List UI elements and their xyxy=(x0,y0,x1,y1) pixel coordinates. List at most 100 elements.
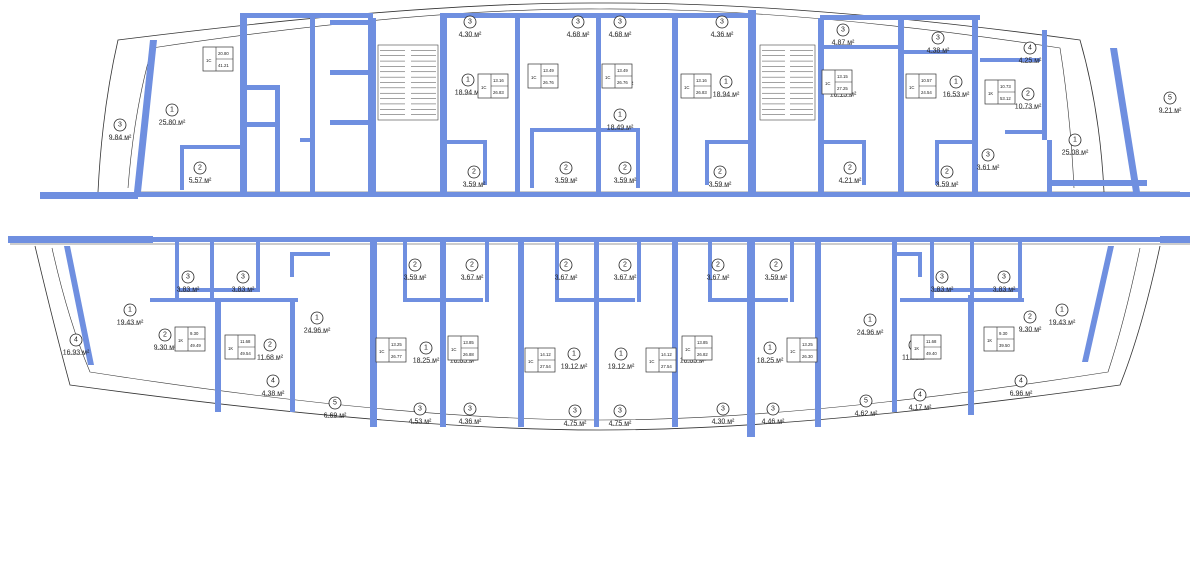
room-label: 119.12 м² xyxy=(561,347,588,371)
room-number: 5 xyxy=(1168,95,1172,102)
room-number: 1 xyxy=(466,77,470,84)
room-area: 4.53 м² xyxy=(409,419,432,426)
room-number-circle xyxy=(613,404,627,418)
room-number-circle xyxy=(981,148,995,162)
room-area: 25.08 м² xyxy=(1062,150,1089,157)
room-number: 3 xyxy=(186,274,190,281)
unit-living-area: 9.30 xyxy=(190,331,199,336)
room-area: 4.68 м² xyxy=(567,32,590,39)
room-label: 34.53 м² xyxy=(409,402,432,426)
room-label: 23.67 м² xyxy=(555,258,578,282)
room-number-circle xyxy=(181,270,195,284)
room-number-circle xyxy=(263,338,277,352)
room-area: 3.59 м² xyxy=(614,178,637,185)
room-area: 3.83 м² xyxy=(993,287,1016,294)
unit-total-area: 26.83 xyxy=(696,90,707,95)
room-label: 44.38 м² xyxy=(262,374,285,398)
room-number: 2 xyxy=(470,262,474,269)
unit-living-area: 14.12 xyxy=(661,352,672,357)
room-area: 4.75 м² xyxy=(609,421,632,428)
room-number: 5 xyxy=(864,398,868,405)
room-label: 34.68 м² xyxy=(609,15,632,39)
room-number: 3 xyxy=(241,274,245,281)
room-label: 124.96 м² xyxy=(857,313,884,337)
room-number: 2 xyxy=(623,165,627,172)
room-number: 2 xyxy=(716,262,720,269)
room-area: 4.87 м² xyxy=(832,40,855,47)
stairs-left xyxy=(377,44,439,121)
room-number: 2 xyxy=(268,342,272,349)
room-label: 125.80 м² xyxy=(159,103,186,127)
room-number-circle xyxy=(713,165,727,179)
room-area: 4.62 м² xyxy=(855,411,878,418)
room-number: 2 xyxy=(198,165,202,172)
room-area: 16.93 м² xyxy=(63,350,90,357)
unit-total-area: 26.83 xyxy=(493,90,504,95)
room-number: 3 xyxy=(576,19,580,26)
unit-total-area: 26.77 xyxy=(391,354,402,359)
room-area: 11.68 м² xyxy=(257,355,284,362)
room-area: 3.83 м² xyxy=(177,287,200,294)
room-area: 3.59 м² xyxy=(463,182,486,189)
room-number-circle xyxy=(1023,41,1037,55)
room-label: 34.36 м² xyxy=(711,15,734,39)
room-area: 3.59 м² xyxy=(555,178,578,185)
room-area: 3.67 м² xyxy=(461,275,484,282)
unit-living-area: 11.68 xyxy=(926,339,937,344)
room-number-circle xyxy=(769,258,783,272)
room-area: 18.15 м² xyxy=(830,92,857,99)
unit-type: 1К xyxy=(178,338,183,343)
unit-living-area: 10.73 xyxy=(1000,84,1011,89)
room-number-circle xyxy=(1163,91,1177,105)
room-number: 2 xyxy=(945,169,949,176)
room-label: 34.87 м² xyxy=(832,23,855,47)
room-number-circle xyxy=(113,118,127,132)
unit-type: 1С xyxy=(909,85,915,90)
room-number: 2 xyxy=(1026,91,1030,98)
room-label: 5 4.62 м² xyxy=(855,394,878,418)
room-number: 2 xyxy=(413,262,417,269)
room-number-circle xyxy=(123,303,137,317)
unit-type: 1С xyxy=(685,347,691,352)
room-label: 33.61 м² xyxy=(977,148,1000,172)
unit-total-area: 39.50 xyxy=(999,343,1010,348)
room-number: 1 xyxy=(424,345,428,352)
room-label: 3 4.68 м² xyxy=(567,15,590,39)
room-number-circle xyxy=(935,270,949,284)
room-number: 3 xyxy=(618,408,622,415)
room-number-circle xyxy=(949,75,963,89)
room-number: 2 xyxy=(564,165,568,172)
room-label: 118.94 м² xyxy=(455,73,482,97)
room-area: 18.85 м² xyxy=(680,358,707,365)
room-label: 119.43 м² xyxy=(1049,303,1076,327)
room-label: 116.53 м² xyxy=(943,75,970,99)
room-area: 3.59 м² xyxy=(404,275,427,282)
room-number-circle xyxy=(931,31,945,45)
room-area: 19.43 м² xyxy=(1049,320,1076,327)
room-label: 56.69 м² xyxy=(324,396,347,420)
unit-type: 1С xyxy=(605,75,611,80)
unit-total-area: 41.21 xyxy=(218,63,229,68)
room-number: 1 xyxy=(768,345,772,352)
room-number: 3 xyxy=(468,406,472,413)
room-number-circle xyxy=(559,161,573,175)
room-number: 1 xyxy=(954,79,958,86)
room-area: 24.96 м² xyxy=(857,330,884,337)
room-area: 25.80 м² xyxy=(159,120,186,127)
room-label: 39.84 м² xyxy=(109,118,132,142)
unit-total-area: 26.30 xyxy=(802,354,813,359)
room-label: 2 3.59 м² xyxy=(555,161,578,185)
room-number: 3 xyxy=(1002,274,1006,281)
room-number: 2 xyxy=(774,262,778,269)
room-label: 23.59 м² xyxy=(463,165,486,189)
room-number-circle xyxy=(567,347,581,361)
room-label: 34.46 м² xyxy=(762,402,785,426)
unit-living-area: 13.16 xyxy=(696,78,707,83)
unit-total-area: 53.12 xyxy=(1000,96,1011,101)
room-number-circle xyxy=(763,341,777,355)
room-area: 3.59 м² xyxy=(709,182,732,189)
